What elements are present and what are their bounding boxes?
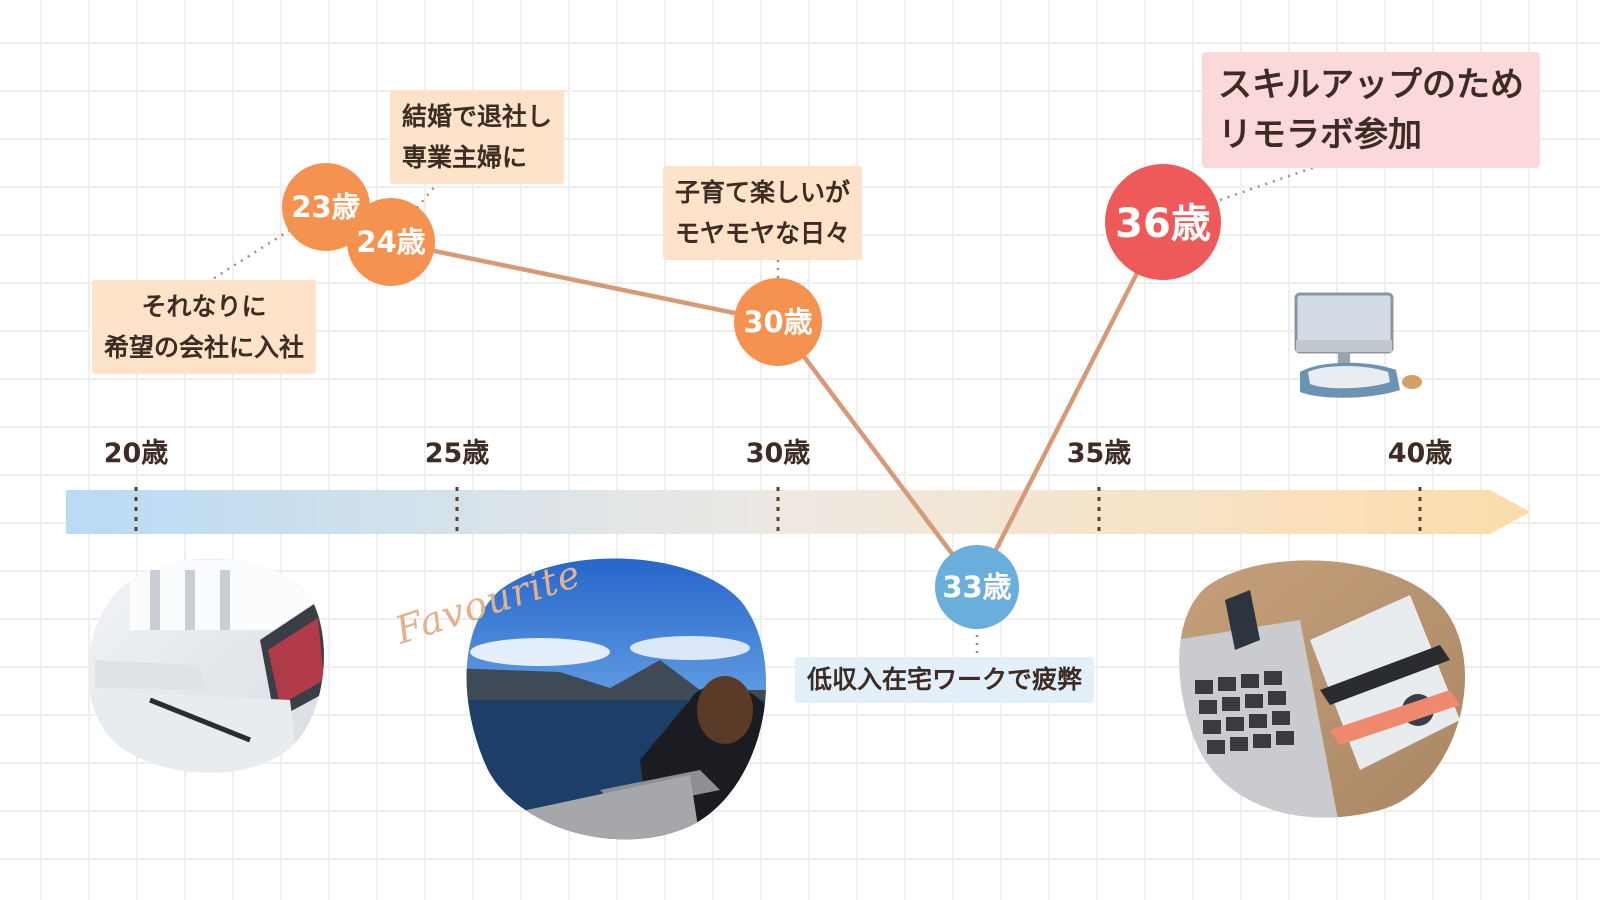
milestone-33-age: 33歳 [942,570,1011,604]
milestone-36-dot [1105,164,1221,280]
milestone-30-dot [734,278,822,366]
label-age24: 結婚で退社し 専業主婦に [390,90,565,184]
label-age24-line1: 結婚で退社し [402,102,553,131]
label-age30-line2: モヤモヤな日々 [675,219,851,248]
milestone-23-dot [282,163,370,251]
tick-label-40: 40歳 [1388,438,1453,469]
label-age33: 低収入在宅ワークで疲弊 [795,657,1095,703]
milestone-23-age: 23歳 [291,190,360,224]
label-age23-line2: 希望の会社に入社 [104,333,305,362]
label-age36-line1: スキルアップのため [1218,65,1524,105]
leader-23 [207,228,291,284]
label-age36: スキルアップのため リモラボ参加 [1202,52,1540,168]
milestone-36: 36歳 [1105,164,1221,280]
leader-lines [207,158,1336,655]
timeline-arrow [66,490,1530,534]
leader-24 [416,179,441,209]
computer-icon [1294,292,1422,398]
milestone-36-age: 36歳 [1115,201,1211,247]
timeline-ticks [134,487,1422,536]
label-age23: それなりに 希望の会社に入社 [92,280,317,374]
milestone-33: 33歳 [935,545,1019,629]
label-age30-line1: 子育て楽しいが [675,178,851,207]
tick-label-30: 30歳 [746,438,811,469]
milestone-24-dot [347,198,435,286]
office-photo [87,558,324,773]
label-age23-line1: それなりに [141,292,267,321]
label-age30: 子育て楽しいが モヤモヤな日々 [663,166,863,260]
label-age24-line2: 専業主婦に [402,143,528,172]
desk-photo [1179,560,1465,818]
milestone-24-age: 24歳 [356,225,425,259]
milestone-23: 23歳 [282,163,370,251]
milestone-33-dot [935,545,1019,629]
tick-label-25: 25歳 [425,438,490,469]
milestone-24: 24歳 [347,198,435,286]
milestone-30: 30歳 [734,278,822,366]
tick-label-20: 20歳 [104,438,169,469]
tick-label-35: 35歳 [1067,438,1132,469]
milestone-30-age: 30歳 [743,305,812,339]
life-path-line [390,220,1166,590]
label-age36-line2: リモラボ参加 [1218,115,1422,155]
